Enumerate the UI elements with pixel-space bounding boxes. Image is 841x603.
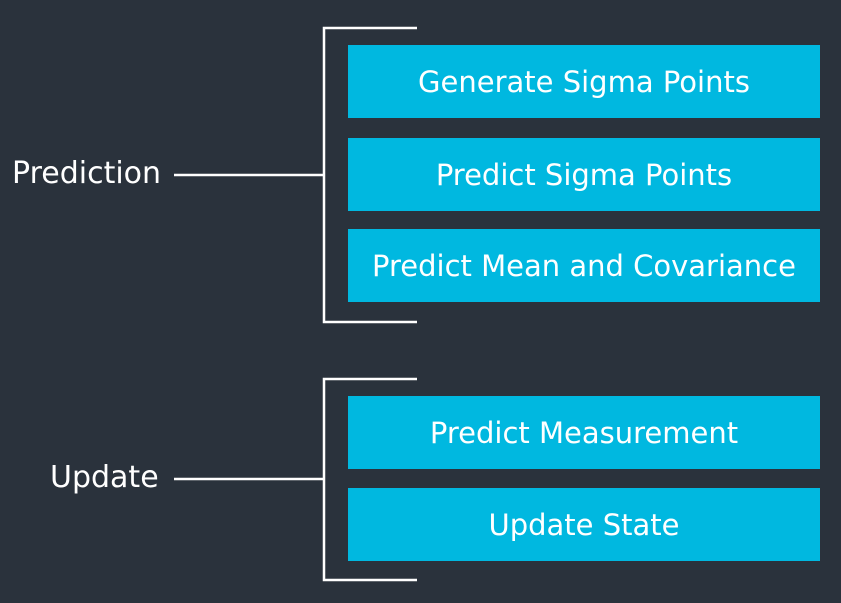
step-predict-measurement: Predict Measurement [348,396,820,469]
step-predict-sigma-points: Predict Sigma Points [348,138,820,211]
prediction-label: Prediction [12,156,162,191]
step-generate-sigma-points: Generate Sigma Points [348,45,820,118]
step-update-state: Update State [348,488,820,561]
update-label: Update [50,460,159,495]
step-predict-mean-and-covariance: Predict Mean and Covariance [348,229,820,302]
